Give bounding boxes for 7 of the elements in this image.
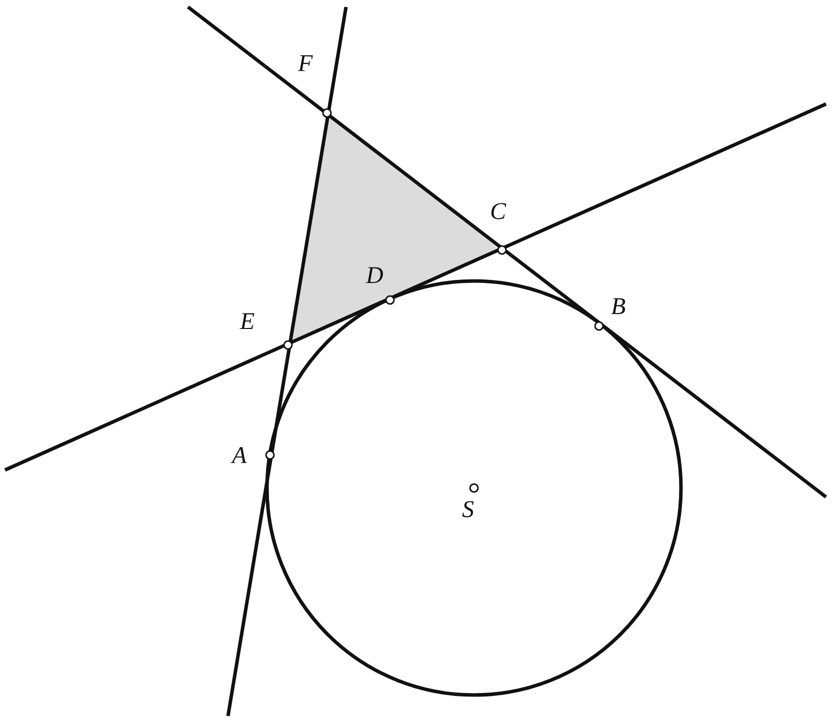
point-label: C [490, 200, 506, 224]
point-label: B [611, 295, 626, 319]
point-label: A [232, 444, 247, 468]
point-label: E [240, 310, 255, 334]
point-label: F [298, 52, 313, 76]
point-label: S [462, 498, 474, 522]
point-label: D [366, 264, 384, 288]
